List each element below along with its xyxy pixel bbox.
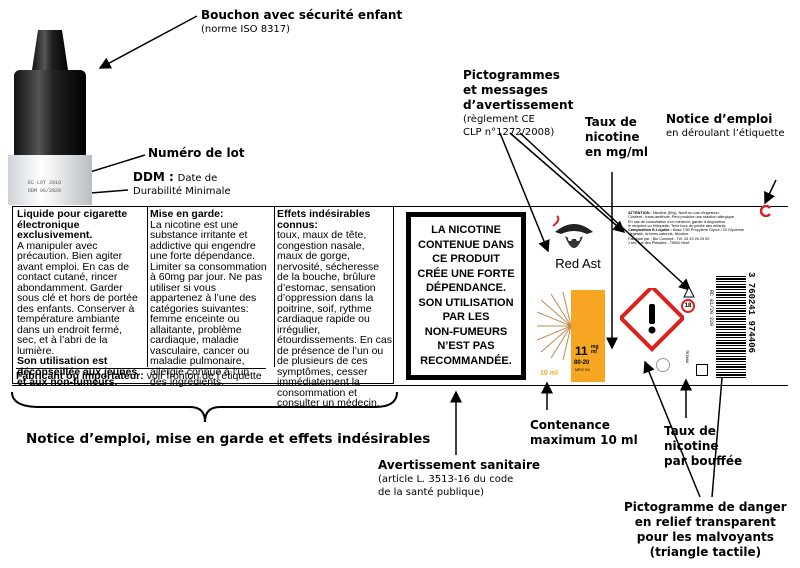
cap-leader	[98, 15, 198, 69]
brace	[11, 391, 398, 423]
health-title: Avertissement sanitaire	[378, 458, 541, 472]
cap-callout-sub: (norme ISO 8317)	[201, 24, 291, 35]
pictos-title-1: Pictogrammes	[463, 68, 560, 82]
capacity-l2: maximum 10 ml	[530, 433, 638, 447]
cap-body	[14, 70, 86, 160]
triman-text: TRIMAN	[684, 350, 688, 363]
ddm-callout-sub1: Date de	[177, 173, 218, 184]
notice-callout: Notice d’emploi en déroulant l’étiquette	[666, 112, 785, 140]
notice-leader	[764, 179, 777, 205]
brand-name: Red Ast	[555, 256, 601, 271]
bottle-illustration: EC LOT 2010 DDM 06/2020	[8, 30, 92, 205]
nicotine-value: 11	[575, 344, 588, 358]
rate-mg-l2: nicotine	[585, 130, 640, 144]
barcode-digits: 3 760241 974406	[746, 272, 756, 354]
pictos-leader-3	[519, 132, 692, 292]
pictos-title-3: d’avertissement	[463, 98, 574, 112]
manufacturer-text: voir fronton de l’étiquette	[146, 370, 262, 382]
notice-group-callout: Notice d’emploi, mise en garde et effets…	[26, 432, 430, 447]
capacity-l1: Contenance	[530, 418, 610, 432]
age-18-badge: 18	[681, 299, 695, 313]
brand-logo-icon	[552, 215, 593, 248]
danger-leader-2	[711, 377, 723, 498]
ddm-callout-title: DDM :	[133, 170, 174, 184]
danger-l2: en relief transparent	[634, 515, 776, 529]
barcode	[716, 270, 746, 382]
cap-callout: Bouchon avec sécurité enfant (norme ISO …	[201, 8, 402, 36]
attention-text: ATTENTION : Nicotine (Eliq). Nocif en ca…	[628, 211, 744, 246]
danger-leader	[643, 360, 701, 498]
rate-puff-l1: Taux de	[664, 424, 716, 438]
lot-callout-title: Numéro de lot	[148, 146, 245, 160]
manufacturer-line: Fabricant ou importateur: voir fronton d…	[16, 368, 266, 382]
notice-title: Notice d’emploi	[666, 112, 773, 126]
volume-text: 10 ml	[540, 370, 558, 377]
pg-vg-sub: MPG/ VG	[575, 368, 590, 372]
rate-puff-l3: par bouffée	[664, 454, 743, 468]
danger-l1: Pictogramme de danger	[624, 500, 787, 514]
tactile-triangle-icon	[683, 286, 695, 298]
notice-panel	[12, 206, 394, 384]
pg-vg-ratio: 80-20	[574, 360, 590, 366]
ref-text: RC 01/20 220	[708, 290, 714, 327]
pictos-title-2: et messages	[463, 83, 548, 97]
ddm-print: DDM 06/2020	[28, 188, 61, 194]
flower-icon	[537, 291, 571, 361]
ddm-callout: DDM : Date de Durabilité Minimale	[133, 170, 231, 198]
rate-mg-callout: Taux de nicotine en mg/ml	[585, 115, 648, 160]
rate-mg-l3: en mg/ml	[585, 145, 648, 159]
recycle-icon	[696, 364, 708, 376]
warning-heading: Mise en garde:	[150, 208, 224, 220]
lot-callout: Numéro de lot	[148, 146, 245, 161]
orange-band	[571, 290, 605, 382]
health-sub-2: de la santé publique)	[378, 487, 485, 498]
health-callout: Avertissement sanitaire (article L. 3513…	[378, 458, 540, 499]
notice-sub: en déroulant l’étiquette	[666, 128, 785, 139]
unroll-marker-icon	[760, 205, 771, 217]
pictos-leader-2	[509, 132, 626, 233]
pictos-sub-1: (règlement CE	[463, 114, 535, 125]
pictos-callout: Pictogrammes et messages d’avertissement…	[463, 68, 573, 139]
pictos-sub-2: CLP n°1272/2008)	[463, 127, 555, 138]
cap-callout-title: Bouchon avec sécurité enfant	[201, 8, 403, 22]
label-strip	[12, 206, 788, 386]
france-badge-icon	[656, 358, 670, 372]
bottle-glass	[8, 155, 92, 205]
cap-tip	[32, 30, 68, 70]
notice-group-text: Notice d’emploi, mise en garde et effets…	[26, 431, 431, 447]
danger-l4: (triangle tactile)	[649, 545, 762, 559]
rate-mg-l1: Taux de	[585, 115, 637, 129]
danger-l3: pour les malvoyants	[636, 530, 774, 544]
pictos-leader-1	[499, 132, 550, 253]
rate-puff-l2: nicotine	[664, 439, 719, 453]
effects-body: toux, maux de tête,congestion nasale,mau…	[277, 229, 392, 409]
manufacturer-bold: Fabricant ou importateur:	[16, 370, 144, 382]
danger-callout: Pictogramme de danger en relief transpar…	[624, 500, 787, 560]
health-sub-1: (article L. 3513-16 du code	[378, 474, 514, 485]
lot-print: EC LOT 2010	[28, 180, 61, 186]
ddm-callout-sub2: Durabilité Minimale	[133, 186, 231, 197]
danger-pictogram-icon	[620, 288, 684, 352]
capacity-callout: Contenance maximum 10 ml	[530, 418, 638, 448]
rate-puff-callout: Taux de nicotine par bouffée	[664, 424, 742, 469]
